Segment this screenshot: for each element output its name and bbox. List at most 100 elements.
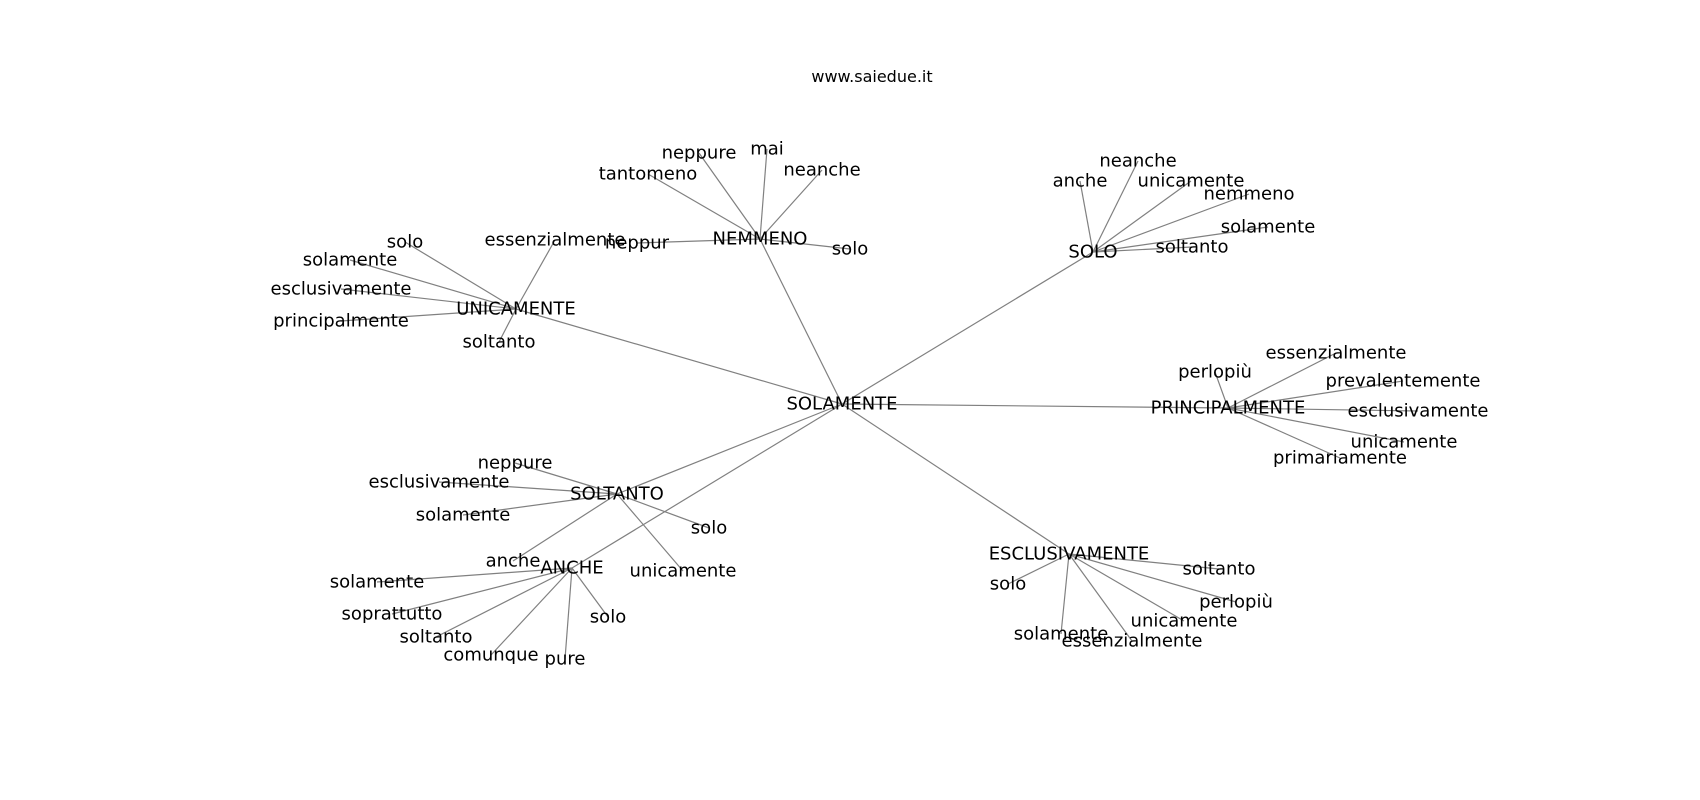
edge-hub-leaf	[435, 567, 573, 638]
hub-node-label: ESCLUSIVAMENTE	[989, 544, 1150, 565]
edge-hub-leaf	[1092, 226, 1269, 253]
leaf-node-label: principalmente	[273, 311, 409, 332]
leaf-node-label: esclusivamente	[1348, 401, 1489, 422]
edge-hub-leaf	[1092, 246, 1193, 253]
leaf-node-label: solamente	[330, 572, 425, 593]
leaf-node-label: perlopiù	[1178, 362, 1252, 383]
edge-hub-leaf	[1079, 180, 1094, 253]
edge-root-hub	[841, 403, 1070, 555]
leaf-node-label: soltanto	[400, 627, 473, 648]
edge-hub-leaf	[759, 148, 768, 240]
leaf-node-label: solo	[832, 239, 868, 260]
leaf-node-label: soltanto	[1183, 559, 1256, 580]
leaf-node-label: comunque	[443, 645, 538, 666]
leaf-node-label: mai	[750, 139, 784, 160]
edge-hub-leaf	[647, 173, 761, 240]
edge-hub-leaf	[490, 567, 573, 656]
edge-hub-leaf	[515, 239, 556, 310]
edge-hub-leaf	[1227, 407, 1405, 443]
edge-hub-leaf	[462, 493, 618, 516]
leaf-node-label: unicamente	[630, 561, 737, 582]
hub-node-label: SOLTANTO	[570, 484, 664, 505]
edge-hub-leaf	[616, 493, 710, 529]
edge-root-hub	[515, 308, 843, 405]
edge-hub-leaf	[349, 259, 517, 310]
graph-edges	[340, 148, 1419, 660]
edge-hub-leaf	[1068, 553, 1133, 642]
leaf-node-label: solo	[990, 574, 1026, 595]
hub-node-label: NEMMENO	[713, 229, 808, 250]
leaf-node-label: solo	[691, 518, 727, 539]
hub-node-label: UNICAMENTE	[456, 299, 576, 320]
leaf-node-label: perlopiù	[1199, 592, 1273, 613]
edge-hub-leaf	[498, 308, 517, 343]
leaf-node-label: unicamente	[1351, 432, 1458, 453]
edge-hub-leaf	[1068, 553, 1237, 603]
leaf-node-label: essenzialmente	[1266, 343, 1407, 364]
edge-hub-leaf	[391, 567, 573, 615]
edge-hub-leaf	[1060, 553, 1070, 635]
hub-node-label: ANCHE	[540, 558, 603, 579]
leaf-node-label: solamente	[303, 250, 398, 271]
edge-hub-leaf	[1007, 553, 1070, 585]
edge-root-hub	[759, 238, 843, 405]
leaf-node-label: nemmeno	[1203, 184, 1294, 205]
leaf-node-label: esclusivamente	[271, 279, 412, 300]
edge-root-hub	[841, 251, 1094, 405]
edge-root-hub	[841, 403, 1229, 409]
leaf-node-label: esclusivamente	[369, 472, 510, 493]
edge-hub-leaf	[636, 238, 761, 244]
leaf-node-label: anche	[1053, 171, 1108, 192]
edge-hub-leaf	[438, 481, 618, 495]
edge-hub-leaf	[564, 567, 573, 660]
edge-hub-leaf	[1092, 193, 1250, 253]
leaf-node-label: prevalentemente	[1326, 371, 1481, 392]
leaf-node-label: pure	[545, 649, 586, 670]
edge-hub-leaf	[1214, 371, 1229, 409]
edge-hub-leaf	[1092, 160, 1139, 253]
root-node-label: SOLAMENTE	[786, 394, 897, 415]
leaf-node-label: unicamente	[1138, 171, 1245, 192]
edge-hub-leaf	[698, 152, 761, 240]
edge-hub-leaf	[514, 462, 618, 495]
edge-hub-leaf	[512, 493, 618, 562]
hub-node-label: SOLO	[1068, 242, 1117, 263]
edge-root-hub	[616, 403, 843, 495]
edge-hub-leaf	[571, 567, 609, 618]
leaf-node-label: unicamente	[1131, 611, 1238, 632]
edge-hub-leaf	[1092, 180, 1192, 253]
leaf-node-label: neanche	[783, 160, 860, 181]
edge-hub-leaf	[759, 169, 823, 240]
leaf-node-label: essenzialmente	[1062, 631, 1203, 652]
leaf-node-label: solamente	[416, 505, 511, 526]
leaf-node-label: soprattutto	[342, 604, 443, 625]
edge-hub-leaf	[1068, 553, 1185, 622]
edge-root-hub	[571, 403, 843, 569]
edge-hub-leaf	[759, 238, 851, 250]
leaf-node-label: solo	[387, 232, 423, 253]
leaf-node-label: anche	[486, 551, 541, 572]
leaf-node-label: tantomeno	[599, 164, 698, 185]
leaf-node-label: solo	[590, 607, 626, 628]
edge-hub-leaf	[404, 241, 517, 310]
leaf-node-label: soltanto	[1156, 237, 1229, 258]
leaf-node-label: primariamente	[1273, 448, 1407, 469]
leaf-node-label: soltanto	[463, 332, 536, 353]
leaf-node-label: neppure	[662, 143, 737, 164]
leaf-node-label: essenzialmente	[485, 230, 626, 251]
leaf-node-label: neanche	[1099, 151, 1176, 172]
site-title: www.saiedue.it	[811, 67, 932, 86]
edge-hub-leaf	[340, 288, 517, 310]
edge-hub-leaf	[616, 493, 684, 572]
edge-hub-leaf	[1227, 352, 1337, 409]
edge-hub-leaf	[340, 308, 517, 322]
leaf-node-label: solamente	[1221, 217, 1316, 238]
edge-hub-leaf	[1227, 407, 1419, 412]
leaf-node-label: solamente	[1014, 624, 1109, 645]
hub-node-label: PRINCIPALMENTE	[1151, 398, 1306, 419]
edge-hub-leaf	[376, 567, 573, 583]
leaf-node-label: neppure	[478, 453, 553, 474]
edge-hub-leaf	[1227, 380, 1404, 409]
